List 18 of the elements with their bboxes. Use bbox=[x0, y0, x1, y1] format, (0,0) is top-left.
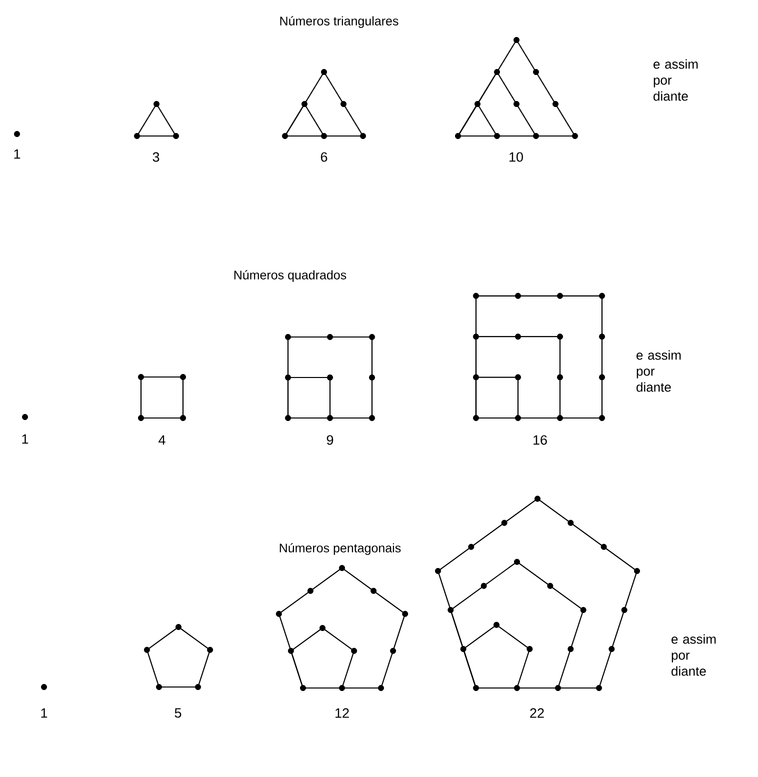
number-label: 6 bbox=[320, 152, 328, 162]
number-label: 1 bbox=[22, 434, 28, 444]
section-heading: Números quadrados bbox=[234, 270, 346, 282]
number-label: 3 bbox=[152, 152, 160, 162]
number-label: 22 bbox=[530, 708, 544, 718]
note-text: e assim por diante bbox=[654, 59, 698, 101]
number-label: 16 bbox=[534, 435, 547, 445]
number-label: 1 bbox=[41, 708, 48, 718]
section-heading: Números pentagonais bbox=[280, 543, 401, 555]
number-label: 1 bbox=[14, 149, 20, 159]
number-label: 4 bbox=[158, 435, 166, 445]
number-label: 5 bbox=[174, 708, 182, 718]
number-label: 9 bbox=[326, 435, 334, 445]
note-text: e assim por diante bbox=[636, 350, 681, 392]
section-heading: Números triangulares bbox=[280, 16, 398, 28]
number-label: 10 bbox=[510, 152, 523, 162]
note-text: e assim por diante bbox=[672, 634, 716, 676]
number-label: 12 bbox=[336, 708, 349, 718]
